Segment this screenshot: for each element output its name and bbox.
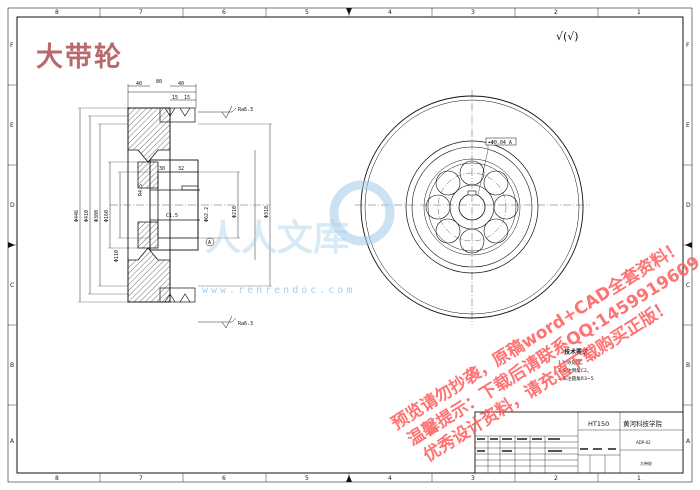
svg-text:B: B <box>10 362 14 369</box>
centering-marks <box>8 8 692 482</box>
svg-text:E: E <box>10 122 14 129</box>
svg-text:B: B <box>686 362 690 369</box>
title-block-material: HT150 <box>588 420 609 428</box>
tech-req-item-3: 3.未注圆角R3~5 <box>558 375 594 382</box>
dim-chamfer: C1.5 <box>166 213 178 219</box>
svg-text:D: D <box>10 202 15 209</box>
front-view: ⌖Φ0.04 A <box>355 90 590 325</box>
technical-requirements: 技术要求 1.时效处理。 2.未注倒角C2。 3.未注圆角R3~5 <box>558 348 594 382</box>
svg-text:2: 2 <box>554 9 558 16</box>
watermark-url: www.renrendoc.com <box>202 285 355 296</box>
svg-text:F: F <box>10 42 14 49</box>
inner-frame <box>16 16 684 474</box>
dim-diameter-2: Φ410 <box>84 210 90 222</box>
dim-groove-width: 15 <box>184 95 190 101</box>
dim-diameter-4: Φ160 <box>104 210 110 222</box>
svg-text:A: A <box>686 438 691 445</box>
svg-text:A: A <box>10 438 15 445</box>
svg-text:E: E <box>686 122 690 129</box>
svg-text:8: 8 <box>55 475 59 482</box>
dim-right-offset: 40 <box>178 81 184 87</box>
tech-req-item-2: 2.未注倒角C2。 <box>558 367 591 374</box>
zone-labels-top: 8 7 6 5 4 3 2 1 <box>55 9 641 16</box>
svg-text:7: 7 <box>139 9 143 16</box>
tech-req-item-1: 1.时效处理。 <box>558 359 585 366</box>
dim-bore: Φ62.2 <box>204 207 210 222</box>
svg-text:5: 5 <box>305 9 309 16</box>
tolerance-frame: ⌖Φ0.04 A <box>488 140 512 146</box>
svg-text:2: 2 <box>554 475 558 482</box>
dim-diameter-7: Φ318 <box>264 206 270 218</box>
dim-groove-pitch: 15 <box>172 95 178 101</box>
watermark-line-1: 预览请勿抄袭，原稿word+CAD全套资料！ <box>388 236 687 434</box>
zone-ticks <box>8 8 692 482</box>
outer-frame <box>7 7 693 483</box>
svg-text:5: 5 <box>305 475 309 482</box>
svg-text:1: 1 <box>637 475 641 482</box>
svg-text:6: 6 <box>222 9 226 16</box>
ra-top: Ra6.3 <box>238 107 253 113</box>
ra-bottom: Ra6.3 <box>238 321 253 327</box>
title-block-drawing-no: ADP-02 <box>636 440 651 445</box>
svg-text:7: 7 <box>139 475 143 482</box>
dim-keyway: R4.5 <box>138 184 144 196</box>
svg-text:8: 8 <box>55 9 59 16</box>
svg-text:3: 3 <box>471 475 475 482</box>
svg-text:1: 1 <box>637 9 641 16</box>
svg-text:D: D <box>686 202 691 209</box>
dim-diameter-6: Φ210 <box>232 206 238 218</box>
svg-text:4: 4 <box>388 9 392 16</box>
dim-left-offset: 40 <box>136 81 142 87</box>
title-block: HT150 黄河科技学院 ADP-02 大带轮 <box>474 411 684 474</box>
watermark-logo-text: 人人文库 <box>205 218 349 259</box>
svg-text:6: 6 <box>222 475 226 482</box>
dim-hub-b: 32 <box>178 166 184 172</box>
zone-labels-right: F E D C B A <box>686 42 691 445</box>
svg-text:C: C <box>686 282 690 289</box>
dim-top-width: 80 <box>156 79 162 85</box>
dim-outer-diameter: Φ446 <box>74 210 80 222</box>
svg-text:4: 4 <box>388 475 392 482</box>
svg-text:F: F <box>686 42 690 49</box>
datum-label: A <box>208 240 211 246</box>
dim-diameter-5: Φ110 <box>114 250 120 262</box>
stamp-title: 大带轮 <box>36 42 123 73</box>
svg-text:C: C <box>10 282 14 289</box>
svg-text:3: 3 <box>471 9 475 16</box>
section-view: 80 40 40 15 15 Ra6.3 Ra6.3 Φ446 Φ410 Φ38… <box>74 79 272 329</box>
dim-diameter-3: Φ380 <box>94 210 100 222</box>
zone-labels-bottom: 8 7 6 5 4 3 2 1 <box>55 475 641 482</box>
dim-hub-a: 30 <box>159 166 165 172</box>
title-block-school: 黄河科技学院 <box>623 419 663 428</box>
datum-circle <box>205 237 215 247</box>
title-block-part-name: 大带轮 <box>640 460 652 466</box>
zone-labels-left: F E D C B A <box>10 42 15 445</box>
tech-req-title: 技术要求 <box>564 348 589 356</box>
surface-roughness-symbol: √(√) <box>556 30 579 43</box>
